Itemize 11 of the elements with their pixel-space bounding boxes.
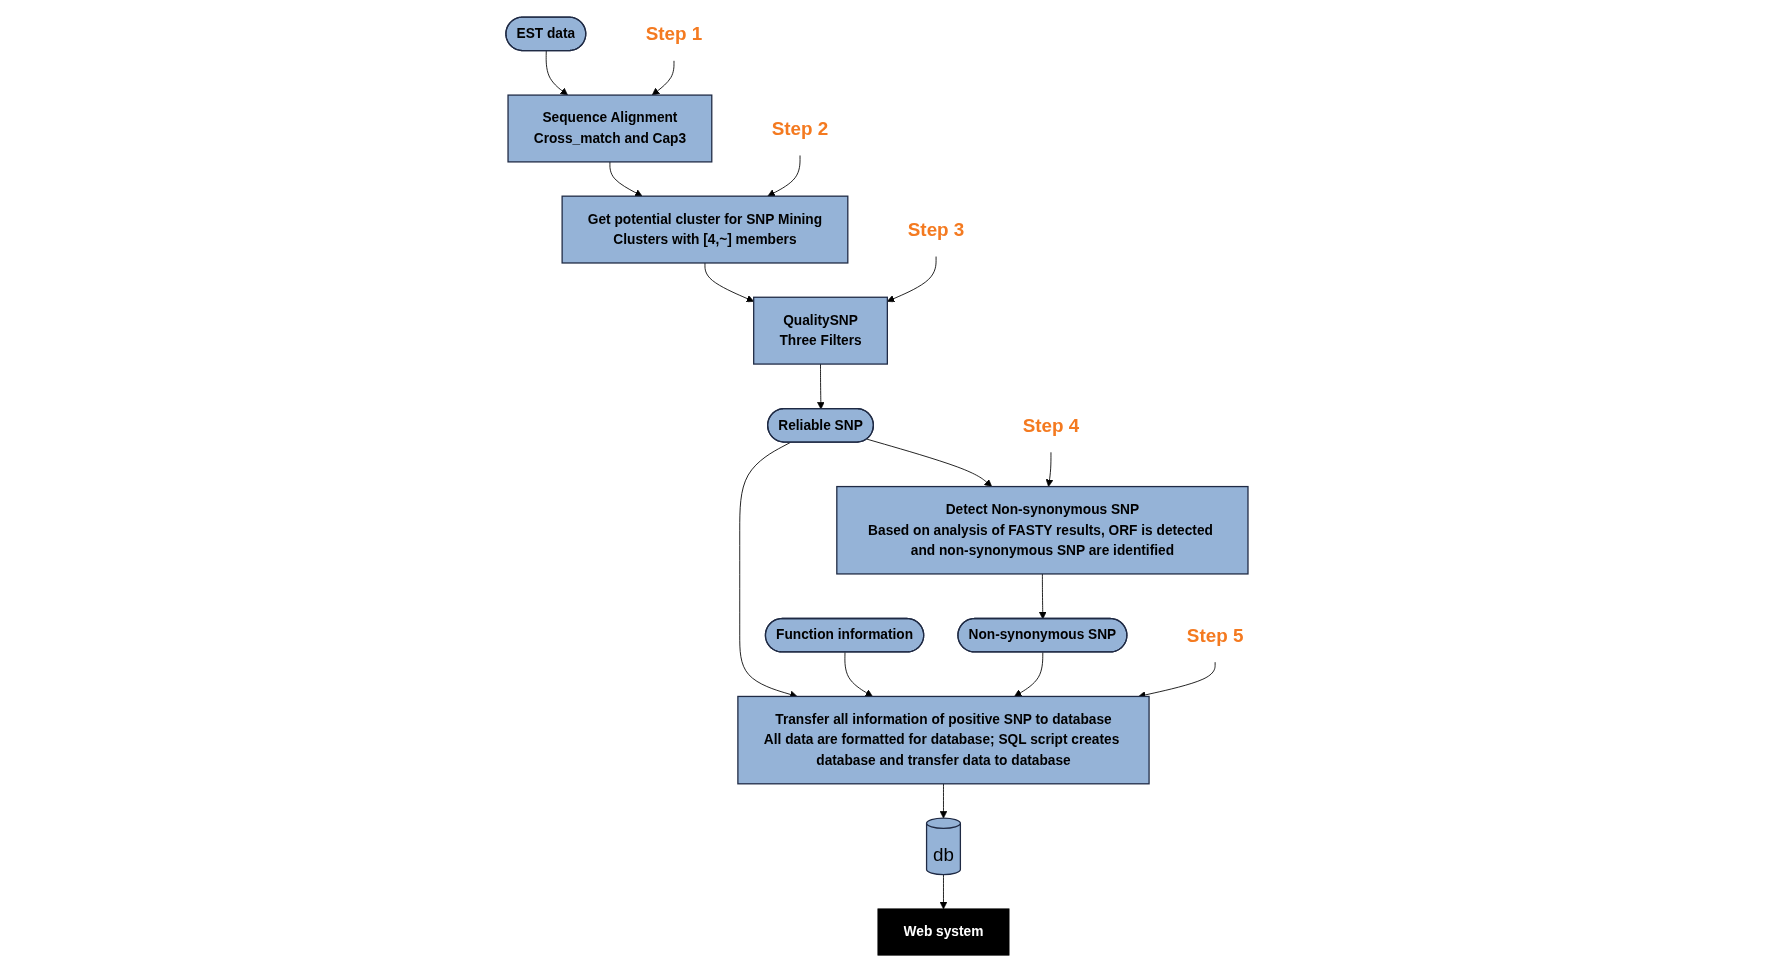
- node-box: Detect Non-synonymous SNP Based on analysis of FASTY results, ORF is detected and non-synonymous SNP are identified: [836, 485, 1249, 575]
- node-text: Step 2: [771, 117, 829, 140]
- node-text: Step 4: [1022, 414, 1080, 437]
- node-box: Sequence Alignment Cross_match and Cap3: [507, 94, 713, 163]
- node-text: Step 5: [1186, 624, 1244, 646]
- node-box: QualitySNP Three Filters: [753, 296, 888, 365]
- node-text: Step 1: [645, 23, 703, 45]
- node-box: Web system: [877, 908, 1010, 956]
- node-box: Transfer all information of positive SNP to database All data are formatted for database; SQL script creates database and transfer data to database: [737, 695, 1150, 785]
- node-box: Get potential cluster for SNP Mining Clusters with [4,~] members: [561, 195, 849, 264]
- node-text: Step 3: [907, 218, 965, 241]
